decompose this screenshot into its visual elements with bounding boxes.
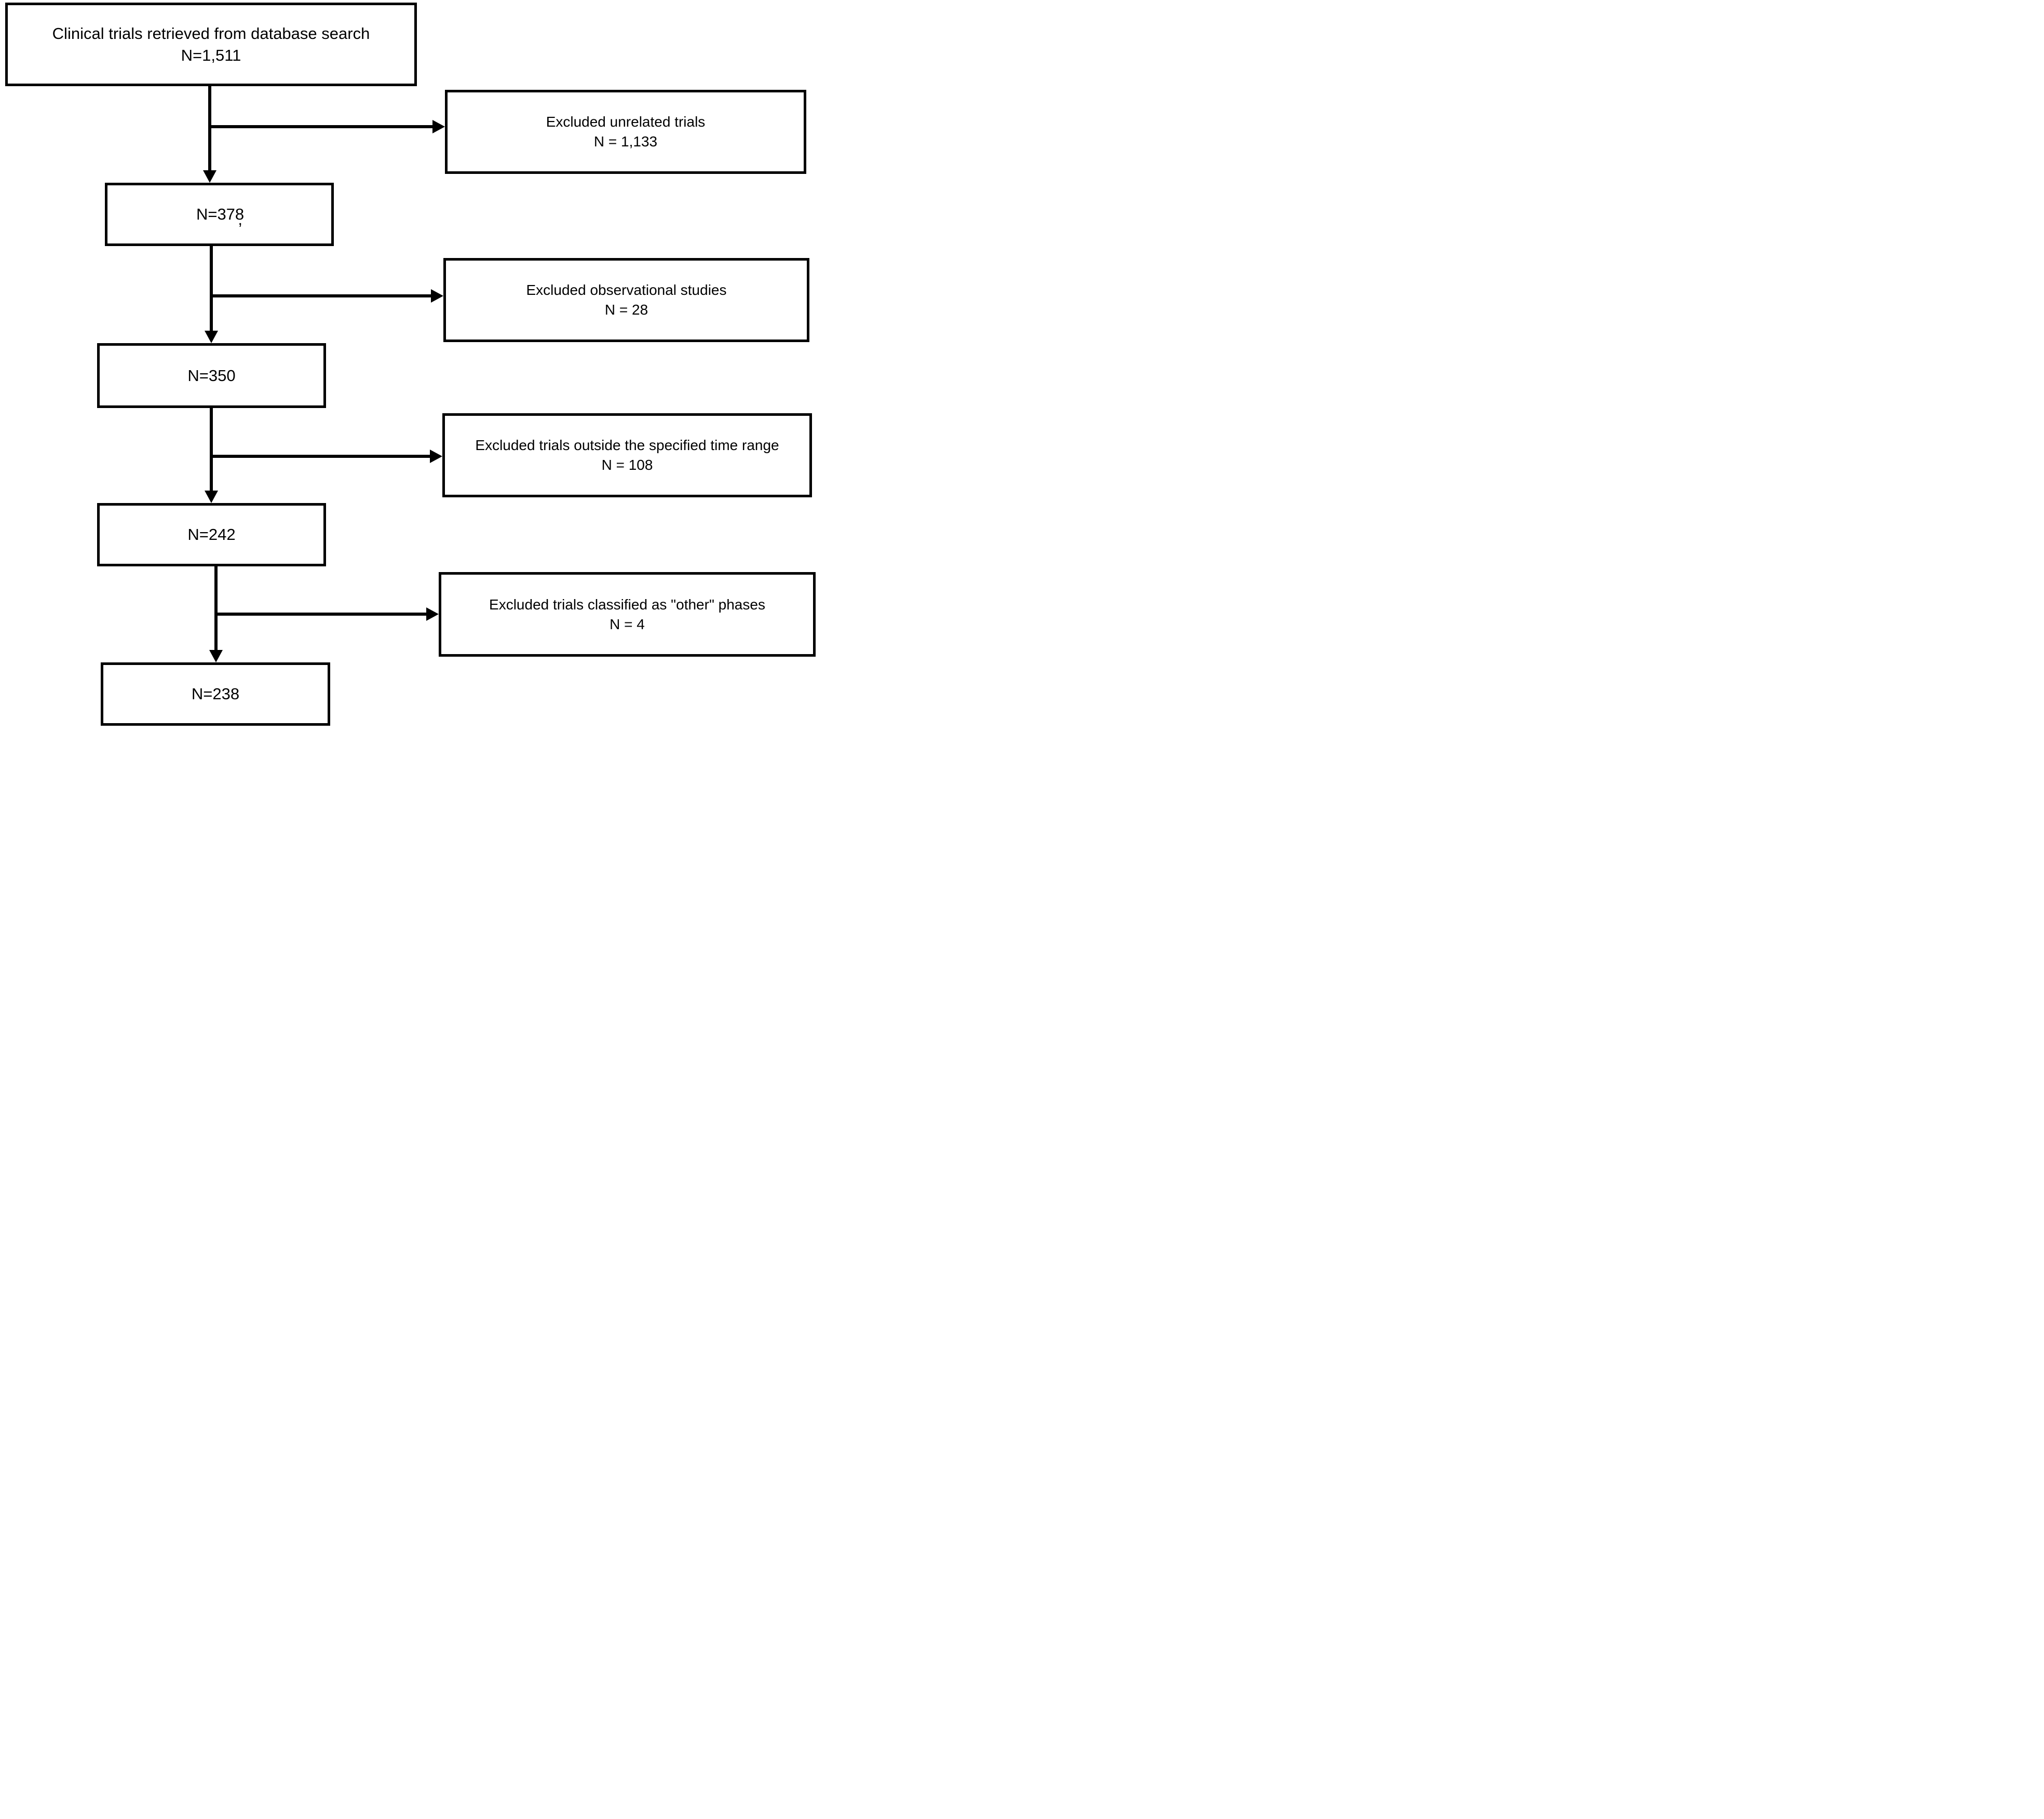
box-final-included-count: N=238	[191, 685, 240, 703]
excluded-time-range-label: Excluded trials outside the specified ti…	[475, 437, 779, 453]
box-after-observational-excluded: N=350	[97, 343, 326, 408]
stray-comma-mark: ,	[238, 210, 243, 229]
arrow-right-line-1	[210, 125, 433, 128]
arrowhead-right-1-icon	[432, 120, 445, 133]
arrowhead-right-2-icon	[431, 289, 443, 303]
box-after-time-range-excluded: N=242	[97, 503, 326, 566]
arrowhead-down-1-icon	[203, 170, 216, 183]
excluded-other-phases-label: Excluded trials classified as "other" ph…	[489, 596, 765, 613]
box-trials-retrieved-label: Clinical trials retrieved from database …	[52, 24, 370, 43]
box-excluded-time-range: Excluded trials outside the specified ti…	[442, 413, 812, 497]
box-excluded-observational: Excluded observational studies N = 28	[443, 258, 809, 342]
arrow-right-line-2	[211, 294, 431, 297]
trial-screening-flow-diagram: Clinical trials retrieved from database …	[0, 0, 818, 728]
box-trials-retrieved: Clinical trials retrieved from database …	[5, 3, 417, 86]
excluded-observational-count: N = 28	[604, 302, 648, 318]
arrowhead-down-4-icon	[209, 650, 223, 662]
arrow-down-line-4	[214, 566, 218, 651]
excluded-unrelated-count: N = 1,133	[593, 133, 658, 150]
arrow-down-line-2	[210, 246, 213, 332]
box-final-included: N=238	[101, 662, 330, 726]
excluded-unrelated-label: Excluded unrelated trials	[546, 114, 706, 130]
box-after-unrelated-excluded: N=378,	[105, 183, 334, 246]
box-excluded-other-phases: Excluded trials classified as "other" ph…	[439, 572, 816, 657]
arrowhead-right-3-icon	[430, 450, 442, 463]
arrowhead-down-2-icon	[205, 331, 218, 343]
arrowhead-right-4-icon	[426, 607, 439, 621]
excluded-time-range-count: N = 108	[601, 457, 653, 473]
box-after-observational-count: N=350	[187, 366, 236, 385]
box-trials-retrieved-count: N=1,511	[181, 46, 241, 64]
box-after-time-range-count: N=242	[187, 525, 236, 544]
arrow-right-line-3	[211, 455, 430, 458]
box-after-unrelated-count: N=378,	[196, 203, 245, 228]
arrow-down-line-3	[210, 408, 213, 492]
excluded-other-phases-count: N = 4	[610, 616, 645, 632]
count-text: N=378	[196, 205, 245, 223]
arrow-down-line-1	[208, 86, 211, 171]
excluded-observational-label: Excluded observational studies	[526, 282, 727, 298]
box-excluded-unrelated: Excluded unrelated trials N = 1,133	[445, 90, 806, 174]
arrowhead-down-3-icon	[205, 491, 218, 503]
arrow-right-line-4	[216, 613, 427, 616]
